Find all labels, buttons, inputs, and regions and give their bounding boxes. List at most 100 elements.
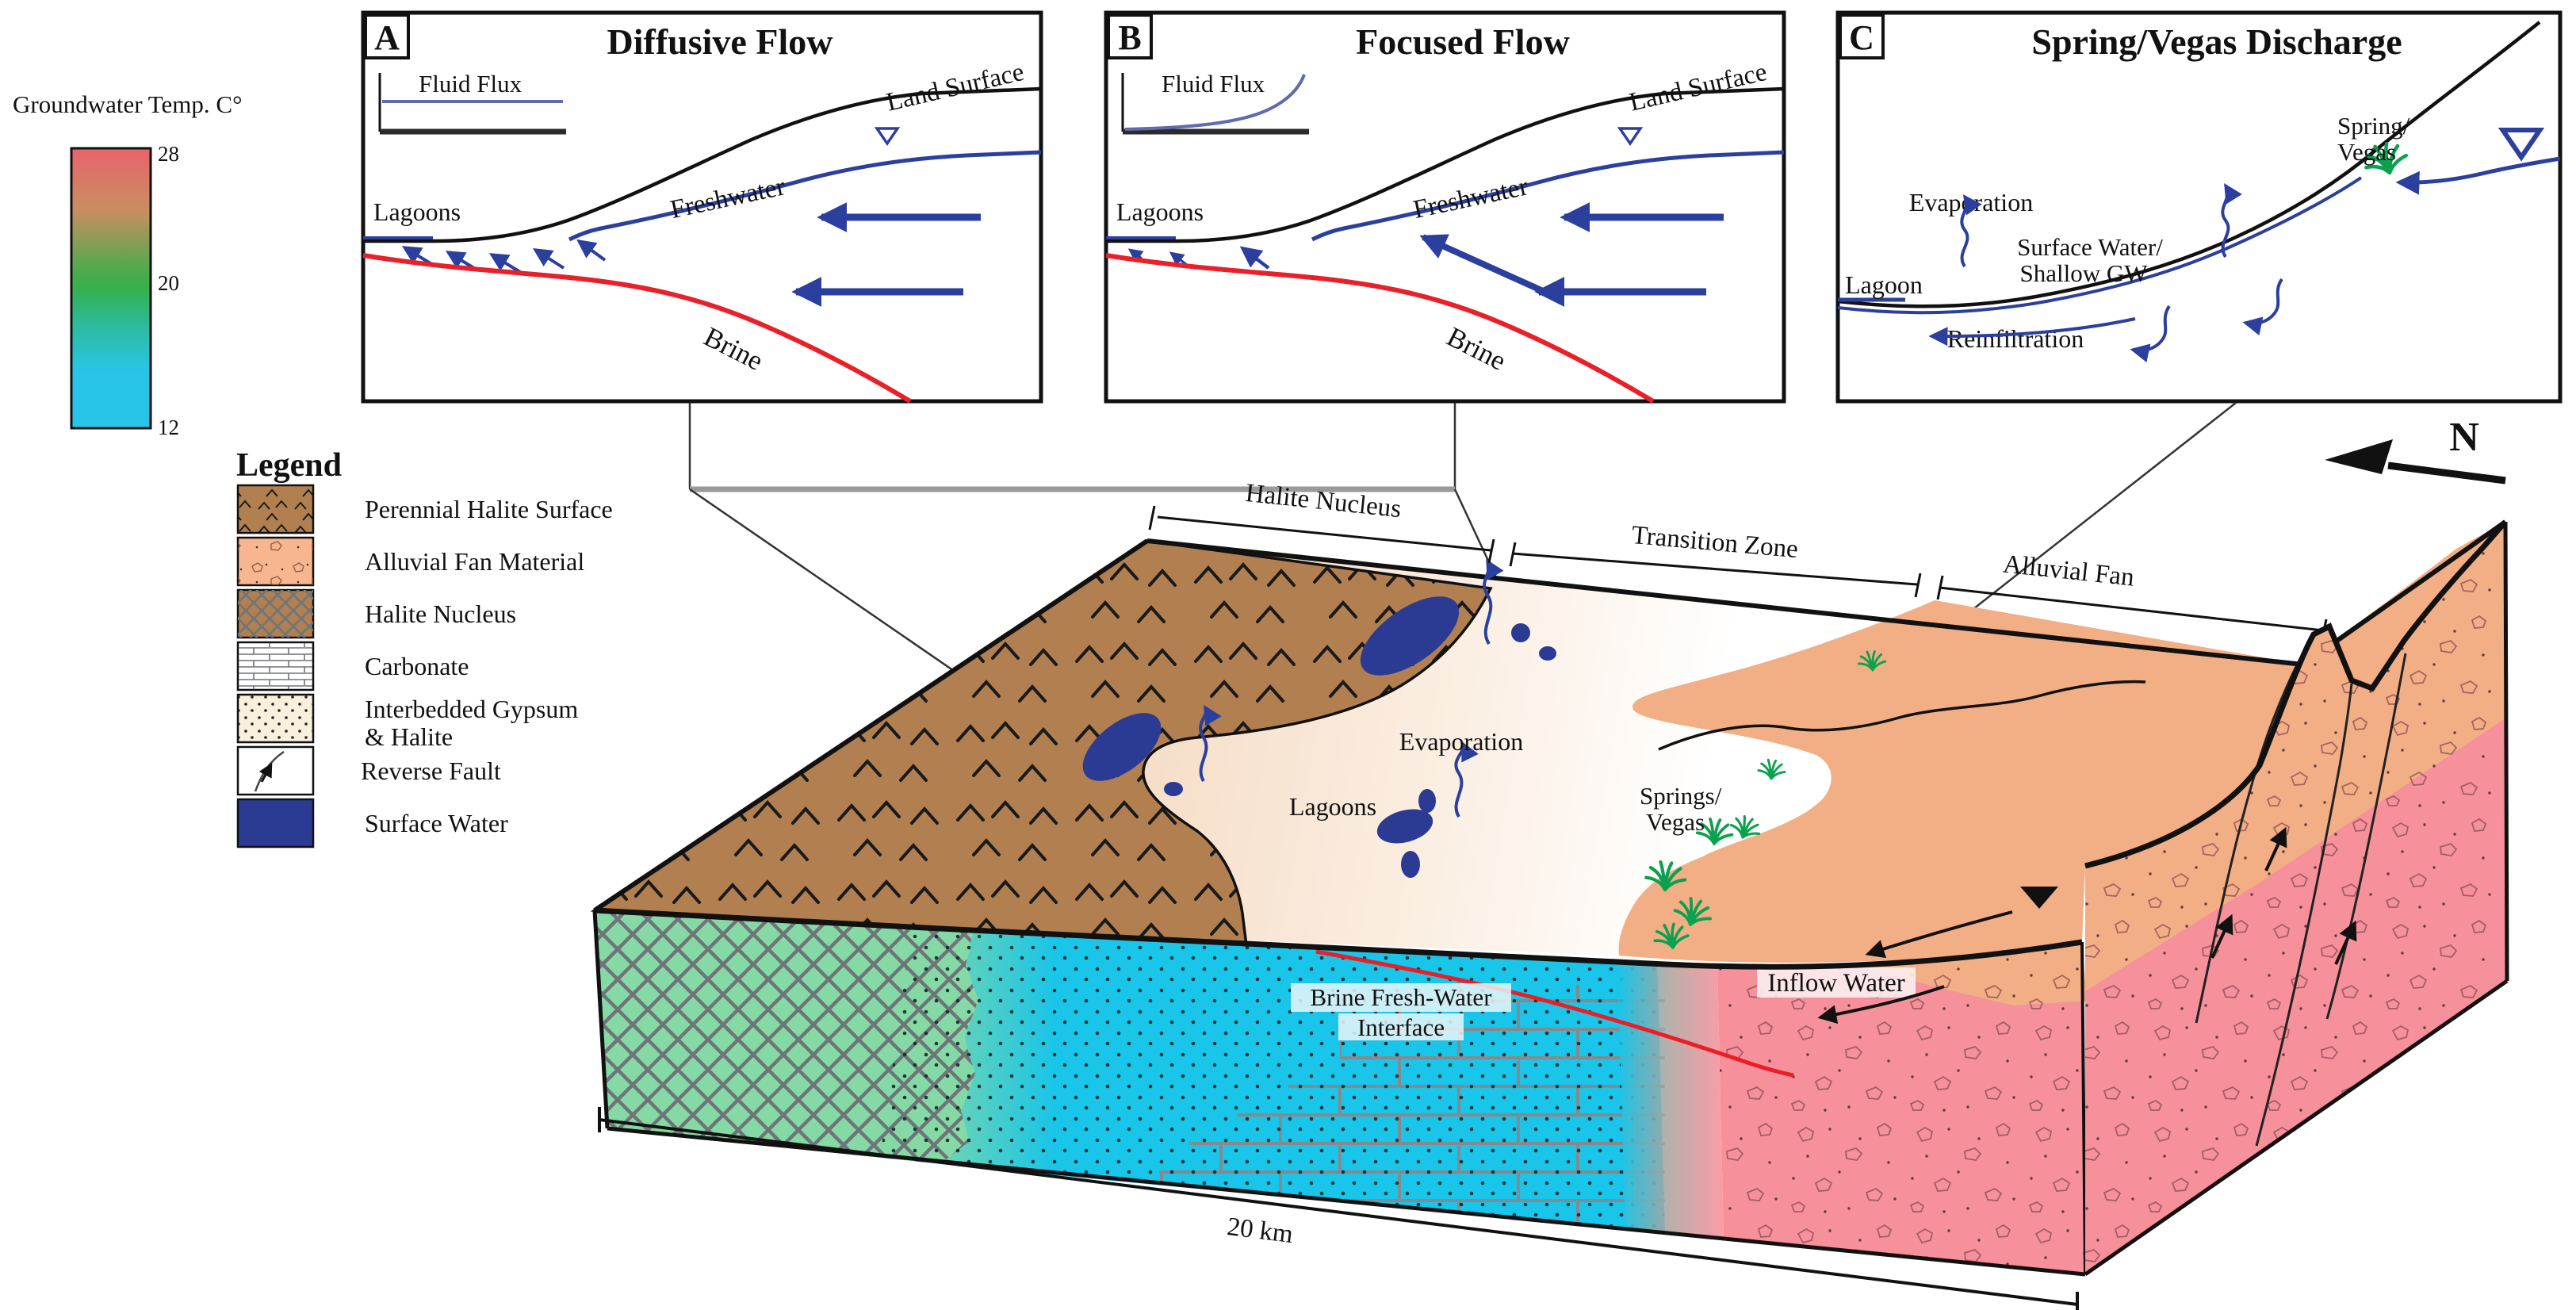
diffuse-discharge-arrows xyxy=(401,239,607,274)
seep-wavy-arrow-icon xyxy=(2242,278,2283,335)
front-right-corner-edge xyxy=(2080,941,2087,1275)
brine-curve xyxy=(1105,253,1655,404)
freshwater-to-spring-curve xyxy=(2395,156,2561,195)
brine-interface-label: Interface xyxy=(1357,1013,1445,1041)
fluid-flux-label: Fluid Flux xyxy=(1162,70,1265,98)
fan-material-band-clasts xyxy=(1865,942,2087,1005)
triangle-marker-icon xyxy=(2020,887,2058,909)
front-left-edge xyxy=(592,910,610,1129)
top-face-far-edge xyxy=(1146,538,2304,667)
freshwater-curve xyxy=(1311,150,1785,242)
flow-arrow-icon xyxy=(1169,251,1188,266)
scale-ticks xyxy=(598,1107,2079,1310)
inset-flux-curve xyxy=(1124,74,1306,131)
gypsum-halite-dots xyxy=(880,926,1665,1234)
block-top-face: Evaporation Lagoons Springs/ Vegas Halit… xyxy=(590,479,2507,963)
gypsum-halite-swatch-pattern xyxy=(238,695,313,742)
lagoon-blob xyxy=(1401,851,1420,878)
land-surface-curve xyxy=(1106,86,1785,243)
lagoon-blob xyxy=(1164,782,1183,796)
panel-b-title: Focused Flow xyxy=(1356,21,1570,62)
legend-label: Surface Water xyxy=(365,809,508,837)
north-label: N xyxy=(2449,415,2479,460)
mountain-front-edge xyxy=(2084,519,2508,869)
legend-item-alluvial-fan: Alluvial Fan Material xyxy=(236,536,584,587)
legend-label: Carbonate xyxy=(365,652,469,680)
shallow-gw-curve xyxy=(1837,176,2363,315)
flow-arrow-icon xyxy=(488,253,522,274)
brine-interface-label: Brine Fresh-Water xyxy=(1310,983,1492,1011)
evaporation-wavy-arrow-icon xyxy=(1960,194,1982,268)
colorbar-tick-12: 12 xyxy=(158,416,179,439)
north-arrow-line xyxy=(2387,462,2506,485)
colorbar-tick-28: 28 xyxy=(158,142,179,166)
legend-item-perennial-halite: Perennial Halite Surface xyxy=(236,484,613,534)
legend-item-surface-water: Surface Water xyxy=(236,798,508,848)
interface-label-bg xyxy=(1338,1013,1464,1040)
evaporation-wavy-arrow-icon xyxy=(2221,182,2242,259)
block-right-face xyxy=(2084,519,2509,1277)
flow-arrow-icon xyxy=(1127,248,1144,263)
mixing-zone-band xyxy=(1617,960,1724,1237)
lagoons-label: Lagoons xyxy=(373,197,461,226)
legend-label: Alluvial Fan Material xyxy=(365,547,584,576)
scale-bar: 20 km xyxy=(598,1107,2079,1310)
panel-a-letter: A xyxy=(374,18,400,57)
front-top-edge xyxy=(594,907,2083,970)
evaporation-arrows xyxy=(1199,558,1504,818)
alluvial-fan-swatch-pattern xyxy=(238,538,313,585)
top-face-left-edge xyxy=(593,538,1149,913)
panel-c-title: Spring/Vegas Discharge xyxy=(2031,21,2402,62)
lagoon-blob xyxy=(1376,809,1433,844)
colorbar-tick-20: 20 xyxy=(158,271,179,295)
panel-c-letter-box xyxy=(1839,13,1885,59)
bracket-ticks xyxy=(1148,505,1495,564)
lagoon-label: Lagoon xyxy=(1845,270,1923,299)
lagoons-label: Lagoons xyxy=(1116,197,1204,226)
right-face-right-edge xyxy=(2503,521,2509,982)
panel-c-letter: C xyxy=(1849,18,1874,57)
panel-a-title: Diffusive Flow xyxy=(607,21,833,62)
inflow-arrow-icon xyxy=(1817,985,1945,1025)
regional-flow-arrows xyxy=(791,202,981,307)
legend-item-carbonate: Carbonate xyxy=(236,641,469,691)
north-arrow-head-icon xyxy=(2325,439,2393,474)
perennial-halite-swatch-icon xyxy=(236,484,315,534)
colorbar-title: Groundwater Temp. C° xyxy=(13,90,242,118)
evaporation-label: Evaporation xyxy=(1909,188,2033,216)
carbonate-swatch-pattern xyxy=(239,643,312,689)
legend-label: Reverse Fault xyxy=(361,757,501,785)
springs-vegas-label: Vegas xyxy=(1646,808,1705,836)
fault-arrow-icon xyxy=(2334,920,2357,965)
inflow-water-label: Inflow Water xyxy=(1767,969,1905,998)
reinfiltration-arrow-icon xyxy=(1928,317,2136,347)
groundwater-temp-colorbar: Groundwater Temp. C° 28 20 12 xyxy=(13,90,242,439)
lagoons-label: Lagoons xyxy=(1289,792,1376,821)
flow-arrow-icon xyxy=(576,239,607,262)
alluvial-fan-bracket-label: Alluvial Fan xyxy=(2002,550,2136,592)
legend-item-halite-nucleus: Halite Nucleus xyxy=(236,588,516,639)
land-surface-curve xyxy=(363,86,1042,243)
legend-label: Interbedded Gypsum xyxy=(365,695,578,723)
freshwater-curve xyxy=(568,150,1042,242)
legend-item-gypsum-halite: Interbedded Gypsum & Halite xyxy=(236,693,578,751)
fluid-flux-label: Fluid Flux xyxy=(419,70,522,98)
stream-channel xyxy=(1658,680,2146,751)
spring-vegas-label: Spring/ xyxy=(2337,112,2410,140)
halite-nucleus-bracket-label: Halite Nucleus xyxy=(1244,479,1403,523)
lagoon-blob xyxy=(1360,596,1460,676)
focused-discharge-arrows xyxy=(1127,234,1552,297)
flow-arrow-icon xyxy=(532,248,565,270)
legend-label: & Halite xyxy=(365,722,453,751)
lagoon-blob xyxy=(1539,646,1556,661)
flow-arrow-icon xyxy=(1239,246,1270,270)
alluvial-fan-bracket xyxy=(1939,586,2324,632)
fault-motion-arrows xyxy=(2210,826,2357,965)
land-surface-curve xyxy=(1837,21,2541,308)
transition-zone-bracket-label: Transition Zone xyxy=(1630,521,1799,564)
inflow-arrow-icon xyxy=(1865,910,2013,959)
right-face-clasts xyxy=(2085,522,2507,1274)
scale-line xyxy=(599,1118,2078,1306)
block-front-face: Brine Fresh-Water Interface Inflow Water xyxy=(592,907,2087,1277)
